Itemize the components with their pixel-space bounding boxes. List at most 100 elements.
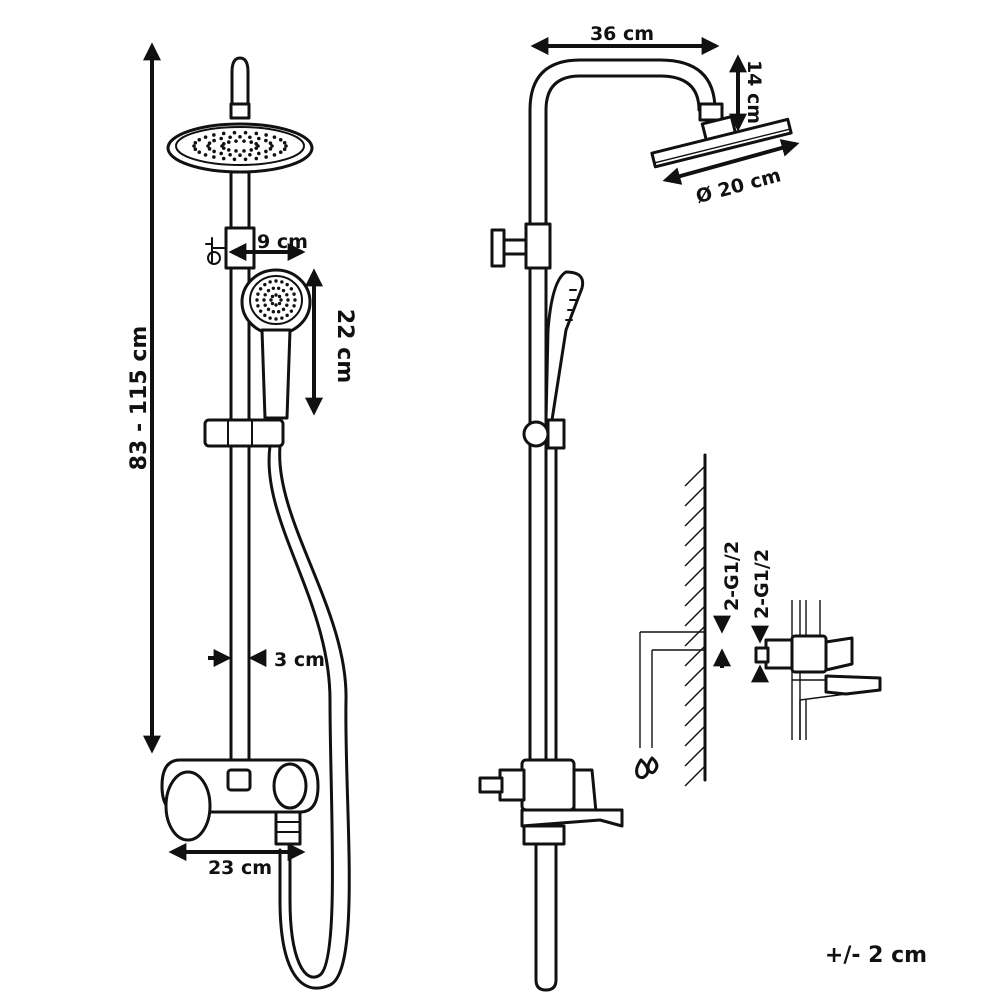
front-rain-head — [166, 122, 314, 174]
hand-nozzle — [263, 303, 267, 307]
hand-nozzle — [293, 298, 297, 302]
hatch-line — [684, 665, 706, 687]
front-view — [160, 56, 351, 990]
head-nozzle — [234, 139, 238, 143]
hand-nozzle — [263, 282, 267, 287]
hand-nozzle — [256, 292, 260, 296]
hand-nozzle — [280, 316, 284, 320]
head-nozzle — [197, 137, 202, 142]
head-nozzle — [219, 136, 223, 141]
head-nozzle — [248, 152, 252, 157]
hand-nozzle — [258, 287, 263, 291]
head-nozzle — [212, 149, 216, 154]
head-nozzle — [257, 151, 261, 156]
head-nozzle — [278, 137, 283, 142]
side-hose — [534, 446, 558, 992]
hand-nozzle — [255, 298, 259, 302]
hatch-line — [684, 765, 706, 787]
front-head-joint — [229, 102, 251, 120]
head-nozzle — [206, 144, 210, 148]
hatch-line — [684, 565, 706, 587]
hand-nozzle — [263, 293, 267, 297]
hand-nozzle — [292, 304, 296, 308]
water-drop-icon-2 — [646, 756, 659, 775]
head-nozzle — [221, 131, 226, 136]
side-head-joint — [698, 102, 724, 122]
head-nozzle — [221, 142, 226, 146]
hand-nozzle — [279, 298, 283, 302]
front-slider — [203, 418, 285, 448]
side-view — [478, 58, 793, 992]
head-nozzle — [242, 149, 246, 153]
head-nozzle — [203, 153, 208, 157]
hatch-line — [684, 685, 706, 707]
label-mixer-width: 23 cm — [208, 857, 272, 879]
hand-nozzle — [289, 309, 294, 313]
hand-nozzle — [258, 309, 263, 313]
hand-nozzle — [266, 307, 271, 312]
head-nozzle — [254, 142, 259, 146]
hand-nozzle — [281, 288, 286, 293]
wall-hatch — [684, 465, 706, 787]
hand-nozzle — [271, 286, 276, 291]
closeup-body — [790, 634, 828, 674]
hatch-line — [684, 745, 706, 767]
front-mixer — [160, 758, 320, 846]
head-nozzle — [268, 141, 273, 145]
front-upper-bracket — [224, 226, 256, 270]
hand-nozzle — [285, 313, 289, 318]
hand-nozzle — [276, 309, 281, 314]
side-upper-bracket — [524, 222, 552, 270]
hand-nozzle — [276, 286, 281, 291]
hand-nozzle — [285, 293, 289, 297]
head-nozzle — [212, 138, 216, 143]
head-nozzle — [207, 141, 212, 145]
head-nozzle — [226, 148, 231, 152]
label-tolerance: +/- 2 cm — [825, 943, 927, 968]
hatch-line — [684, 645, 706, 667]
head-nozzle — [228, 135, 232, 140]
hatch-line — [684, 625, 706, 647]
head-nozzle — [238, 153, 242, 157]
hand-nozzle — [268, 316, 272, 320]
head-nozzle — [272, 135, 277, 139]
dim-head-diameter — [662, 139, 800, 185]
head-nozzle — [278, 150, 283, 155]
head-nozzle — [234, 149, 238, 153]
head-nozzle — [243, 130, 248, 135]
hand-nozzle — [286, 298, 290, 302]
hand-nozzle — [292, 292, 296, 296]
hand-nozzle — [274, 303, 278, 307]
head-nozzle — [212, 155, 216, 159]
head-nozzle — [232, 157, 237, 162]
head-nozzle — [282, 140, 287, 145]
head-nozzle — [270, 144, 274, 148]
mixer-closeup — [751, 600, 882, 740]
head-nozzle — [238, 135, 242, 139]
head-nozzle — [193, 147, 198, 152]
side-arm-outer — [528, 58, 717, 762]
hand-nozzle — [280, 280, 284, 284]
hatch-line — [684, 585, 706, 607]
hand-nozzle — [266, 288, 271, 293]
head-nozzle — [254, 146, 259, 150]
head-nozzle — [268, 147, 273, 151]
hand-nozzle — [277, 294, 282, 299]
label-hand-length: 22 cm — [332, 309, 357, 383]
hatch-line — [684, 485, 706, 507]
hatch-line — [684, 465, 706, 487]
hand-nozzle — [274, 293, 278, 297]
dimension-lines — [143, 37, 800, 861]
head-nozzle — [272, 153, 277, 157]
head-nozzle — [264, 133, 268, 137]
head-nozzle — [264, 138, 268, 143]
hatch-line — [684, 525, 706, 547]
hatch-line — [684, 545, 706, 567]
head-nozzle — [248, 135, 252, 140]
head-nozzle — [264, 155, 268, 159]
side-mixer — [478, 758, 624, 846]
head-nozzle — [254, 131, 259, 136]
hand-nozzle — [268, 280, 272, 284]
head-nozzle — [212, 133, 216, 137]
head-nozzle — [284, 144, 288, 148]
